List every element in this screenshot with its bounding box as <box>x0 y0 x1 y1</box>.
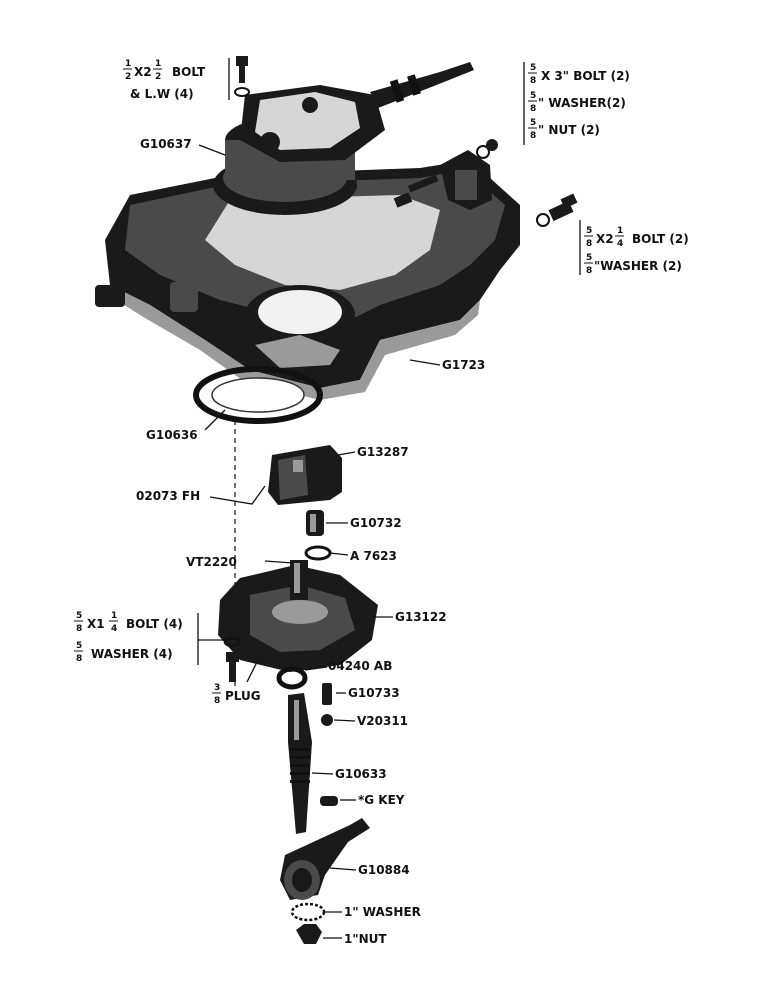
frac-den: 8 <box>586 239 592 249</box>
label-text: X1 <box>87 617 105 631</box>
frac-den: 8 <box>214 696 220 706</box>
label-nut-5-8-2: 5 8 " NUT (2) <box>528 118 600 141</box>
nut-1-inch <box>296 924 322 944</box>
frac-den: 2 <box>125 72 131 82</box>
leader-lines <box>197 58 581 939</box>
label-g10732: G10732 <box>350 516 402 530</box>
bolts-5-8x2-1-4 <box>536 193 578 227</box>
frac-num: 1 <box>111 611 117 621</box>
frac-den: 8 <box>530 131 536 141</box>
label-g10733: G10733 <box>348 686 400 700</box>
label-text: X 3" BOLT (2) <box>541 69 630 83</box>
label-g-key: *G KEY <box>358 793 405 807</box>
label-nut-1-inch: 1"NUT <box>344 932 387 946</box>
upper-cover-g10637 <box>213 62 474 215</box>
frac-den: 4 <box>111 624 117 634</box>
frac-num: 3 <box>214 683 220 693</box>
label-text: X2 <box>596 232 614 246</box>
sector-shaft-g10633 <box>288 693 312 834</box>
label-text: BOLT (2) <box>632 232 689 246</box>
label-plug-3-8: 3 8 PLUG <box>212 683 261 706</box>
frac-den: 8 <box>76 624 82 634</box>
pin-g10733 <box>322 683 332 705</box>
bolts-5-8x3 <box>393 139 498 208</box>
label-bolt-5-8x2-1-4: 5 8 X2 1 4 BOLT (2) <box>584 226 689 249</box>
label-washer-1-inch: 1" WASHER <box>344 905 421 919</box>
frac-num: 5 <box>586 253 592 263</box>
label-text: X2 <box>134 65 152 79</box>
label-g10884: G10884 <box>358 863 410 877</box>
label-04240ab: 04240 AB <box>328 659 392 673</box>
side-cover-g13122 <box>218 560 378 672</box>
label-g13122: G13122 <box>395 610 447 624</box>
housing-g1723 <box>95 150 520 400</box>
label-text: " WASHER(2) <box>538 96 626 110</box>
frac-num: 5 <box>76 611 82 621</box>
label-washer-5-8-4: 5 8 WASHER (4) <box>74 641 173 664</box>
washer-a7623 <box>304 545 332 561</box>
label-g10636: G10636 <box>146 428 198 442</box>
label-a7623: A 7623 <box>350 549 397 563</box>
label-text: "WASHER (2) <box>594 259 682 273</box>
label-g13287: G13287 <box>357 445 409 459</box>
washer-1-inch <box>290 902 326 922</box>
fitting-v20311 <box>321 714 333 726</box>
label-g10633: G10633 <box>335 767 387 781</box>
bushing-g13287 <box>268 445 342 505</box>
pitman-arm-g10884 <box>280 818 370 900</box>
label-washer-5-8-2b: 5 8 "WASHER (2) <box>584 253 682 276</box>
label-vt2220: VT2220 <box>186 555 237 569</box>
frac-den: 8 <box>530 104 536 114</box>
frac-den: 8 <box>76 654 82 664</box>
label-bolt-5-8x3: 5 8 X 3" BOLT (2) <box>528 63 630 86</box>
label-washer-5-8-2a: 5 8 " WASHER(2) <box>528 91 626 114</box>
frac-den: 4 <box>617 239 623 249</box>
frac-num: 1 <box>617 226 623 236</box>
part-labels: 1 2 X2 1 2 BOLT & L.W (4) G10637 5 8 X 3… <box>74 59 689 946</box>
label-g10637: G10637 <box>140 137 192 151</box>
steering-gear-assembly-drawing <box>95 56 578 944</box>
label-text: BOLT (4) <box>126 617 183 631</box>
bolt-1-2x2-1-2 <box>234 56 250 97</box>
frac-num: 5 <box>76 641 82 651</box>
label-text: WASHER (4) <box>91 647 173 661</box>
label-text: BOLT <box>172 65 206 79</box>
label-bolt-5-8x1-1-4: 5 8 X1 1 4 BOLT (4) <box>74 611 183 634</box>
plug-3-8 <box>256 650 268 662</box>
label-g1723: G1723 <box>442 358 485 372</box>
frac-num: 5 <box>586 226 592 236</box>
frac-den: 8 <box>530 76 536 86</box>
frac-num: 5 <box>530 63 536 73</box>
frac-num: 5 <box>530 91 536 101</box>
woodruff-key <box>320 796 338 806</box>
label-bolt-1-2x2-1-2: 1 2 X2 1 2 BOLT & L.W (4) <box>123 59 206 101</box>
frac-den: 2 <box>155 72 161 82</box>
bushing-g10732 <box>306 510 324 536</box>
gasket-g10636 <box>193 366 323 424</box>
frac-num: 1 <box>125 59 131 69</box>
frac-num: 1 <box>155 59 161 69</box>
label-text: " NUT (2) <box>538 123 600 137</box>
frac-den: 8 <box>586 266 592 276</box>
frac-num: 5 <box>530 118 536 128</box>
label-v20311: V20311 <box>357 714 408 728</box>
label-lock-washer: & L.W (4) <box>130 87 194 101</box>
bolts-5-8x1-1-4 <box>223 636 241 682</box>
seal-04240ab <box>276 666 308 690</box>
label-02073fh: 02073 FH <box>136 489 200 503</box>
label-text: PLUG <box>225 689 261 703</box>
